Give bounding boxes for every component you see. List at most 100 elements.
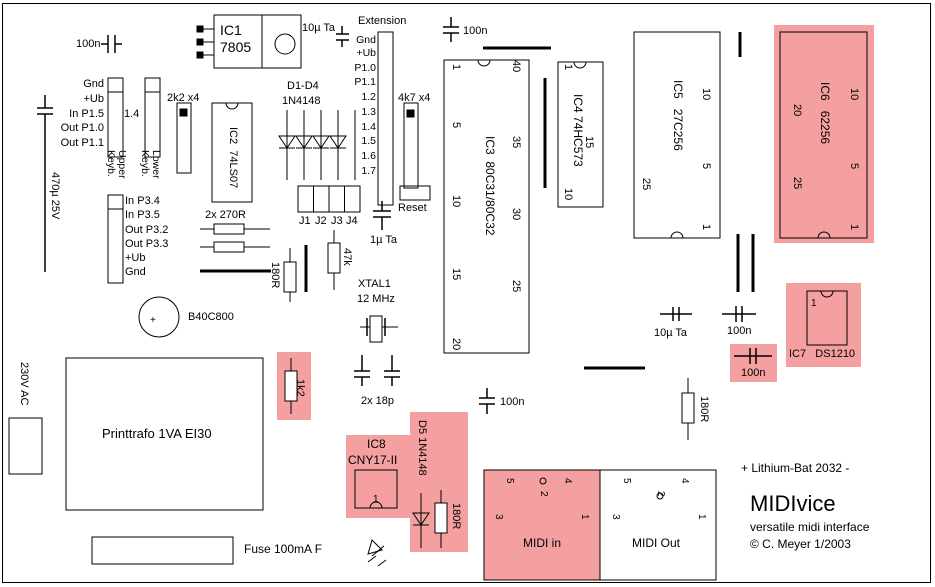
port3-label: Gnd xyxy=(125,266,146,278)
cap-100n-bottom xyxy=(479,388,495,414)
ic3-pin: 20 xyxy=(450,338,462,351)
diodes-name: D1-D4 xyxy=(287,80,319,92)
led xyxy=(367,539,387,567)
midi-in-pin: 4 xyxy=(562,478,573,484)
cap-470u xyxy=(37,95,53,272)
ic1-part: 7805 xyxy=(220,39,252,55)
ic2 xyxy=(211,102,253,203)
cap-100n-bottom-label: 100n xyxy=(500,396,525,408)
ic5-pin: 10 xyxy=(700,88,712,101)
keyb-label: Out P1.1 xyxy=(60,137,104,149)
ic4-label: IC4 74HC573 xyxy=(571,94,585,167)
jumper-j3: J3 xyxy=(331,215,343,227)
cap-100n-top-mid-label: 100n xyxy=(463,25,488,37)
port3-label: Out P3.3 xyxy=(125,238,169,250)
ic6-pin: 20 xyxy=(791,104,803,117)
res-270-label: 2x 270R xyxy=(205,209,246,221)
ic6-part: 62256 xyxy=(818,110,832,145)
ic4-pin-b: 10 xyxy=(562,188,574,201)
caps-18p-label: 2x 18p xyxy=(361,395,395,407)
cap-10u-top xyxy=(336,26,349,47)
lower-keyb-label: Lower Keyb. xyxy=(139,150,162,179)
keyb-label: +Ub xyxy=(83,93,105,105)
res-180-right-label: 180R xyxy=(698,396,710,423)
diodes-part: 1N4148 xyxy=(282,95,321,107)
keyb-label: Gnd xyxy=(83,78,104,90)
ic8-name: IC8 xyxy=(367,437,386,451)
cap-100n-top-mid xyxy=(443,17,459,42)
res-1k2 xyxy=(284,358,298,414)
ic6-pin: 1 xyxy=(848,224,860,231)
ic3-part: 80C31/80C32 xyxy=(483,161,497,236)
extension-connector xyxy=(377,31,394,206)
res-180-mid-label: 180R xyxy=(450,503,462,530)
port3-label: +Ub xyxy=(125,252,146,264)
extension-pin: 1.7 xyxy=(361,165,376,177)
ic8 xyxy=(354,469,398,509)
cap-100n-right-1 xyxy=(722,306,756,322)
ic7-name: IC7 xyxy=(789,348,807,360)
lower-keyb-connector xyxy=(144,77,161,158)
ic3-label: IC3 80C31/80C32 xyxy=(483,136,497,236)
ic5-name: IC5 xyxy=(671,80,685,99)
upper-keyb-connector xyxy=(107,77,124,158)
highlight-areas xyxy=(277,25,874,580)
res-180-left-label: 180R xyxy=(269,262,281,289)
ic5-part: 27C256 xyxy=(671,108,685,151)
port3-connector xyxy=(107,194,124,284)
ic3-pin: 40 xyxy=(510,60,522,73)
res-180r-right xyxy=(681,378,695,440)
bridge-plus: + xyxy=(150,315,156,326)
ic3-pin: 15 xyxy=(450,268,462,281)
board-outline xyxy=(2,3,931,583)
res-1k2-label: 1k2 xyxy=(294,379,306,397)
midi-out-label: MIDI Out xyxy=(632,536,681,550)
midi-in-pin: 1 xyxy=(579,514,590,520)
extension-pin: +Ub xyxy=(356,47,376,59)
reset-label: Reset xyxy=(398,202,427,214)
res-2k2-label: 2k2 x4 xyxy=(167,92,200,104)
xtal-name: XTAL1 xyxy=(358,278,391,290)
ic4-pin-a: 1 xyxy=(562,64,574,71)
ic4-part: 74HC573 xyxy=(571,116,585,167)
upper-keyb-label: Upper Keyb. xyxy=(105,150,128,179)
midi-in-pin: 2 xyxy=(538,491,549,497)
res-47k-label: 47k xyxy=(341,248,353,266)
board-subtitle: versatile midi interface xyxy=(750,520,870,534)
extension-pin: 1.6 xyxy=(361,150,376,162)
midi-out-pin: 1 xyxy=(696,514,707,520)
res-2k2-array xyxy=(176,102,192,174)
mains-connector xyxy=(8,417,43,475)
ic6-pin: 25 xyxy=(791,177,803,190)
ic5-pin: 5 xyxy=(700,163,712,170)
xtal1 xyxy=(360,315,398,343)
keyb-label: Out P1.0 xyxy=(60,122,104,134)
jumper-j1: J1 xyxy=(299,215,311,227)
port3-label: Out P3.2 xyxy=(125,224,169,236)
board-title: MIDIvice xyxy=(750,491,836,516)
ic4-name: IC4 xyxy=(571,94,585,113)
extension-pin: 1.3 xyxy=(361,106,376,118)
jumper-j2: J2 xyxy=(315,215,327,227)
diode-d5 xyxy=(412,493,430,548)
cap-100n-r1-label: 100n xyxy=(727,325,752,337)
keyb-jumper-label: 1.4 xyxy=(124,108,140,120)
ic6-name: IC6 xyxy=(818,82,832,101)
ic7-label: IC7 DS1210 xyxy=(789,348,855,360)
cap-100n-right-2 xyxy=(734,348,772,364)
ic6-pin: 5 xyxy=(848,163,860,170)
cap-10u-right xyxy=(660,307,692,321)
ic3-name: IC3 xyxy=(483,136,497,155)
midi-out-pin: 5 xyxy=(621,478,632,484)
board-copyright: © C. Meyer 1/2003 xyxy=(750,537,851,551)
extension-pin: 1.4 xyxy=(361,121,376,133)
ic5-pin: 25 xyxy=(640,178,652,191)
res-4k7-array xyxy=(403,102,419,189)
ic3 xyxy=(443,59,530,354)
ic5-label: IC5 27C256 xyxy=(671,80,685,151)
transformer xyxy=(65,357,264,511)
mains-label: 230V AC xyxy=(18,362,30,406)
extension-pin: Gnd xyxy=(356,34,376,46)
